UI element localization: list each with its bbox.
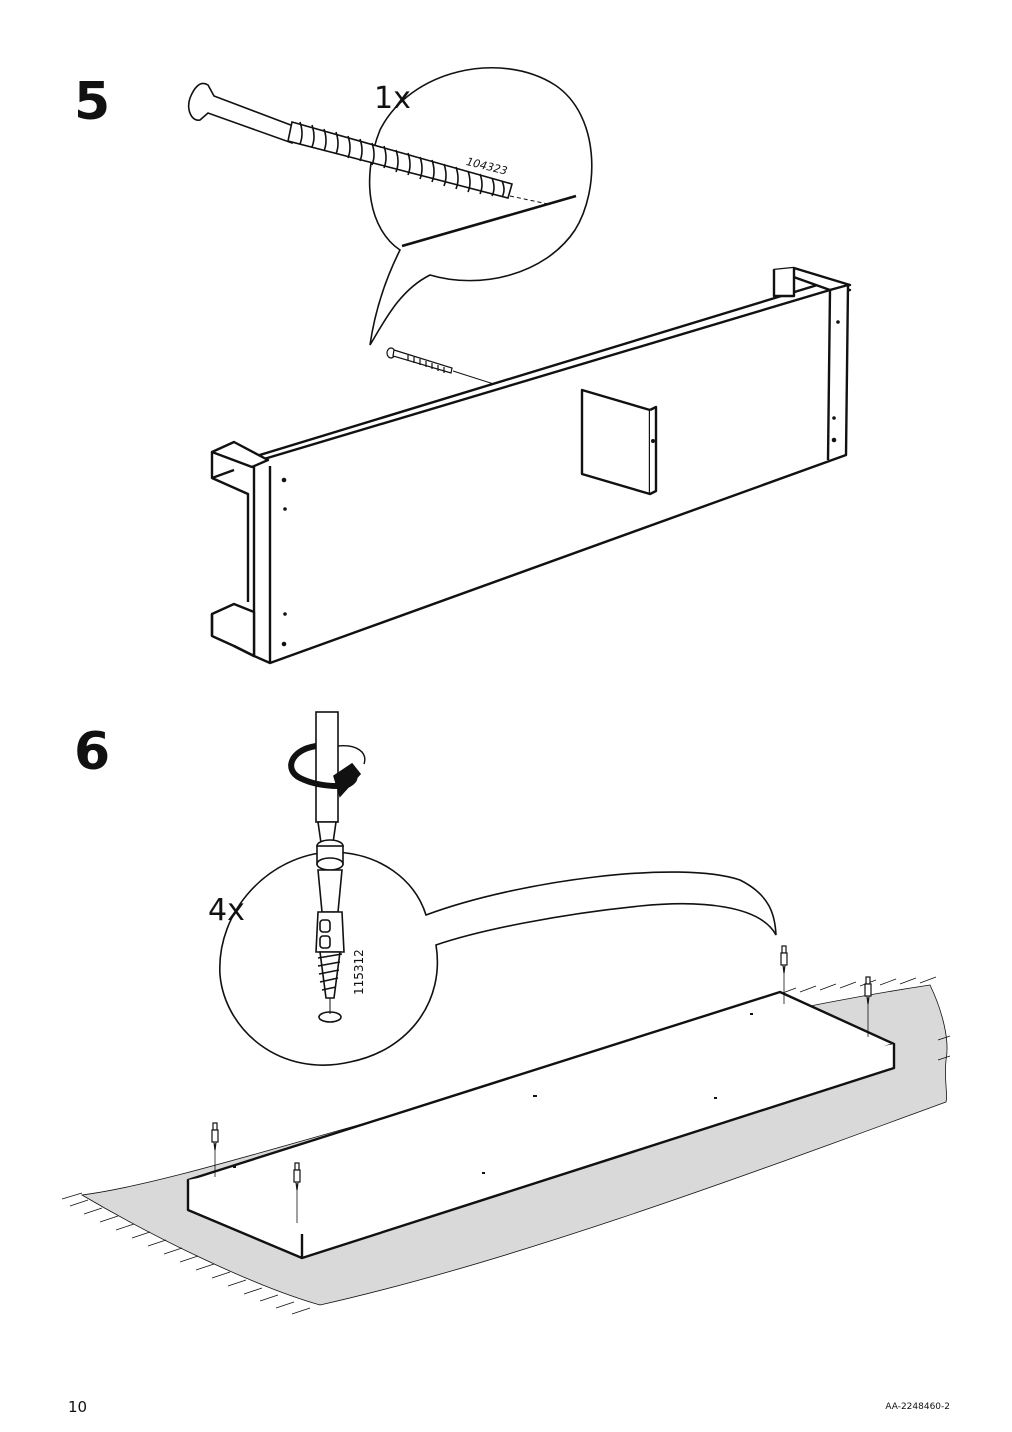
- rotate-clockwise-icon: [288, 743, 366, 798]
- callout-surface-line: [401, 194, 577, 248]
- step-5-number: 5: [74, 72, 111, 132]
- bench-top-board: [186, 990, 896, 1260]
- page-number: 10: [68, 1398, 88, 1416]
- step-5-callout: [368, 66, 593, 346]
- document-code: AA-2248460-2: [885, 1402, 950, 1412]
- small-screw-icon: [386, 347, 453, 374]
- screw-104323-icon: [187, 82, 513, 199]
- bench-frame: [210, 266, 852, 665]
- step-6-callout: [219, 851, 777, 1066]
- cam-dowel-icons: [211, 945, 872, 1223]
- step-5-quantity: 1x: [374, 81, 411, 116]
- cam-dowel-115312-icon: [315, 839, 345, 1023]
- part-number-115312: 115312: [352, 949, 366, 995]
- panel-holes: [281, 320, 840, 647]
- step-6-number: 6: [74, 722, 111, 782]
- step-6-quantity: 4x: [208, 893, 245, 928]
- board-holes: [233, 1013, 753, 1174]
